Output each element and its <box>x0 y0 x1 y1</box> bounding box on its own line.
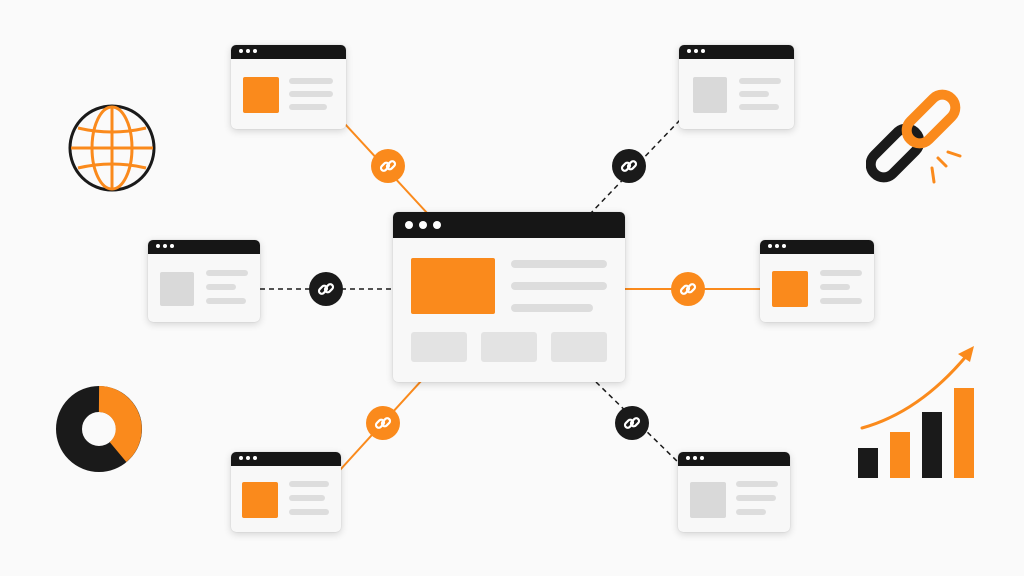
text-line <box>739 104 779 110</box>
text-line <box>206 284 236 290</box>
image-placeholder <box>242 482 278 518</box>
page-window-top-right <box>679 45 794 129</box>
text-line <box>289 509 329 515</box>
window-dots <box>156 244 174 250</box>
window-dots <box>405 221 441 229</box>
page-window-bottom-right <box>678 452 790 532</box>
window-titlebar <box>760 240 874 254</box>
globe-icon <box>68 104 156 192</box>
text-line <box>289 104 327 110</box>
chain-link-icon <box>374 417 392 429</box>
content-tile <box>551 332 607 362</box>
link-badge <box>612 149 646 183</box>
growth-bar-chart-icon <box>858 346 974 478</box>
text-line <box>511 282 607 290</box>
text-line <box>736 495 776 501</box>
content-tile <box>411 332 467 362</box>
window-titlebar <box>148 240 260 254</box>
broken-chain-link-icon <box>866 89 962 184</box>
text-line <box>289 78 333 84</box>
image-placeholder <box>243 77 279 113</box>
text-line <box>739 91 769 97</box>
page-window-bottom-left <box>231 452 341 532</box>
text-line <box>289 481 329 487</box>
text-line <box>289 495 325 501</box>
text-line <box>820 298 862 304</box>
image-placeholder <box>693 77 727 113</box>
chain-link-icon <box>620 160 638 172</box>
text-line <box>289 91 333 97</box>
text-line <box>739 78 781 84</box>
image-placeholder <box>772 271 808 307</box>
page-window-mid-left <box>148 240 260 322</box>
chain-link-icon <box>679 283 697 295</box>
text-line <box>206 298 246 304</box>
window-titlebar <box>679 45 794 59</box>
hero-image-placeholder <box>411 258 495 314</box>
link-badge <box>671 272 705 306</box>
window-titlebar <box>231 45 346 59</box>
image-placeholder <box>690 482 726 518</box>
window-dots <box>239 49 257 55</box>
text-line <box>736 481 778 487</box>
window-dots <box>768 244 786 250</box>
page-window-mid-right <box>760 240 874 322</box>
link-badge <box>615 406 649 440</box>
link-badge <box>309 272 343 306</box>
text-line <box>736 509 766 515</box>
window-dots <box>239 456 257 462</box>
connector-bottom-right <box>595 381 683 467</box>
window-titlebar <box>231 452 341 466</box>
window-titlebar <box>393 212 625 238</box>
window-dots <box>687 49 705 55</box>
text-line <box>206 270 248 276</box>
image-placeholder <box>160 272 194 306</box>
window-dots <box>686 456 704 462</box>
text-line <box>511 260 607 268</box>
text-line <box>820 270 862 276</box>
chain-link-icon <box>317 283 335 295</box>
chain-link-icon <box>379 160 397 172</box>
content-tile <box>481 332 537 362</box>
central-page-window <box>393 212 625 382</box>
donut-chart-icon <box>56 386 142 472</box>
link-badge <box>371 149 405 183</box>
text-line <box>820 284 850 290</box>
chain-link-icon <box>623 417 641 429</box>
link-badge <box>366 406 400 440</box>
page-window-top-left <box>231 45 346 129</box>
window-titlebar <box>678 452 790 466</box>
text-line <box>511 304 593 312</box>
